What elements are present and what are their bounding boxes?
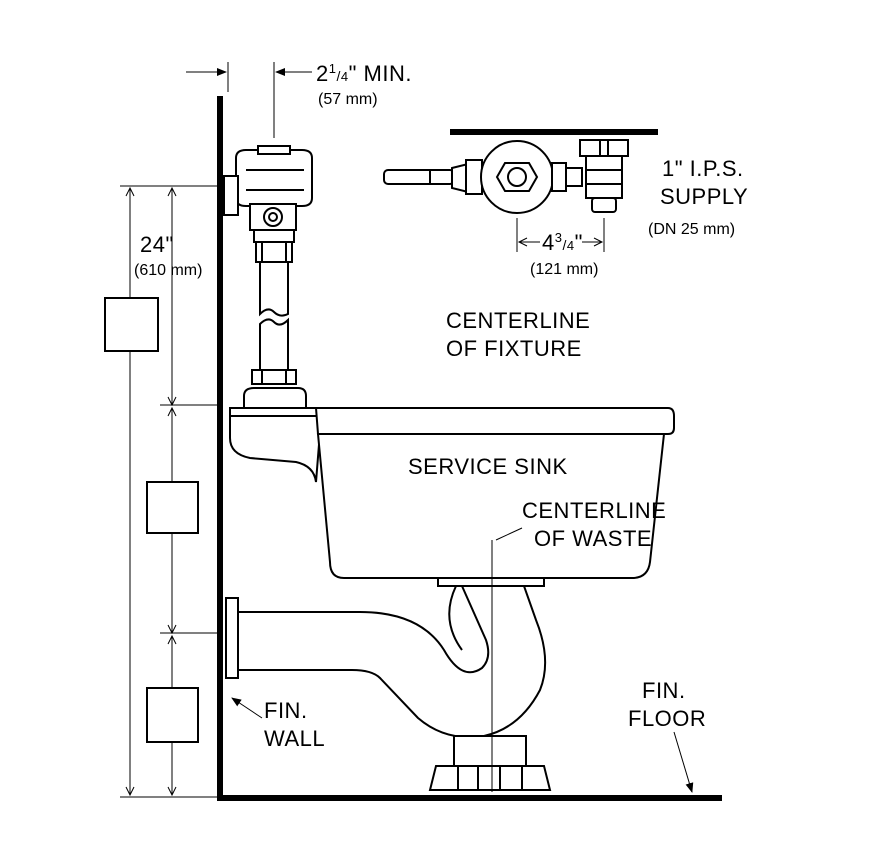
centerline-waste: [491, 527, 523, 792]
flush-valve-top-view: [383, 129, 658, 214]
height-dimension: 24" (610 mm): [120, 185, 218, 798]
wall-box-lower: [146, 687, 199, 743]
svg-text:21/4" MIN.: 21/4" MIN.: [316, 61, 412, 86]
centerline-waste-label-1: CENTERLINE: [522, 498, 666, 523]
p-trap: [225, 585, 552, 791]
centerline-fixture-label-2: OF FIXTURE: [446, 336, 582, 361]
spacing-mm-label: (121 mm): [530, 261, 598, 278]
spacing-dimension: 43/4" (121 mm): [516, 218, 605, 278]
min-offset-mm-label: (57 mm): [318, 91, 378, 108]
fin-floor-label-1: FIN.: [642, 678, 686, 703]
height-mm-label: (610 mm): [134, 262, 202, 279]
supply-label-line2: SUPPLY: [660, 184, 748, 209]
supply-label-line1: 1" I.P.S.: [662, 156, 744, 181]
height-label: 24": [140, 232, 174, 257]
supply-mm-label: (DN 25 mm): [648, 221, 735, 238]
centerline-fixture-label-1: CENTERLINE: [446, 308, 590, 333]
wall-box-middle: [146, 481, 199, 534]
flush-valve-side-view: [223, 145, 313, 385]
service-sink: [229, 387, 675, 587]
svg-text:43/4": 43/4": [542, 230, 583, 255]
service-sink-label: SERVICE SINK: [408, 454, 568, 479]
fin-wall-label-1: FIN.: [264, 698, 308, 723]
fin-floor-label-2: FLOOR: [628, 706, 706, 731]
fin-wall-label-2: WALL: [264, 726, 325, 751]
centerline-waste-label-2: OF WASTE: [534, 526, 652, 551]
wall-box-upper: [104, 297, 159, 352]
min-offset-dimension: 21/4" MIN. (57 mm): [186, 61, 412, 138]
